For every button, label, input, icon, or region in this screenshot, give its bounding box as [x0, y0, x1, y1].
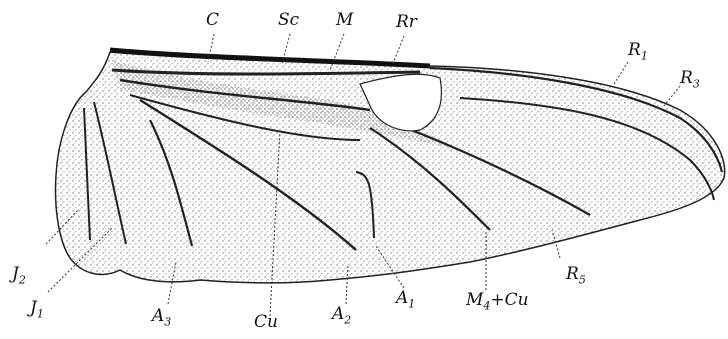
label-costa: C — [206, 12, 219, 29]
label-rr: Rr — [396, 14, 417, 31]
label-r5: R5 — [566, 266, 586, 285]
label-r1: R1 — [628, 42, 648, 61]
label-media: M — [336, 12, 353, 29]
label-j1: J1 — [30, 300, 44, 319]
label-j2: J2 — [12, 266, 26, 285]
label-subcosta: Sc — [278, 12, 299, 29]
label-a2: A2 — [332, 306, 351, 325]
label-a3: A3 — [152, 308, 171, 327]
label-a1: A1 — [396, 290, 415, 309]
label-cubitus: Cu — [254, 314, 278, 331]
label-m4-cu: M4+Cu — [466, 292, 529, 311]
label-r3: R3 — [680, 70, 700, 89]
